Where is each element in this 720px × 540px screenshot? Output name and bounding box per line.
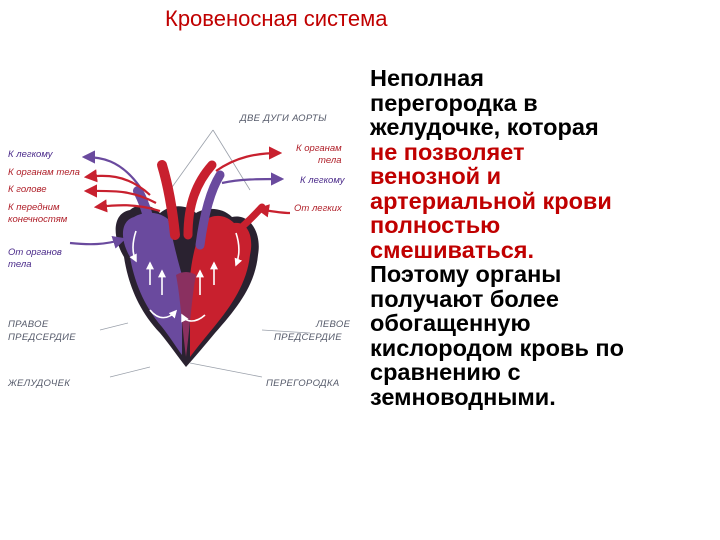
text-line: смешиваться.: [370, 236, 535, 263]
label-from-lungs: От легких: [294, 203, 343, 214]
text-line: обогащенную: [370, 310, 531, 336]
text-line: артериальной крови: [370, 187, 612, 214]
text-line: полностью: [370, 212, 501, 238]
explanation-text: Неполная перегородка в желудочке, котора…: [370, 66, 720, 409]
label-to-lung-right: К легкому: [300, 175, 346, 186]
label-right-atrium-1: ПРАВОЕ: [8, 319, 49, 330]
text-line: кислородом кровь по: [370, 334, 624, 361]
label-septum: ПЕРЕГОРОДКА: [266, 378, 339, 389]
text-line: Неполная: [370, 65, 484, 91]
label-to-forelimbs-2: конечностям: [8, 214, 68, 225]
label-to-head: К голове: [8, 184, 47, 195]
page-title: Кровеносная система: [165, 6, 388, 31]
heart-diagram-svg: ДВЕ ДУГИ АОРТЫ К легкому К органам тела …: [7, 113, 351, 389]
label-to-lung-left: К легкому: [8, 149, 54, 160]
internal-arrows: [129, 230, 243, 323]
venous-chamber: [122, 212, 182, 355]
label-to-body-organs-left: К органам тела: [8, 167, 80, 178]
text-line: получают более: [370, 285, 559, 312]
heart-diagram: ДВЕ ДУГИ АОРТЫ К легкому К органам тела …: [0, 95, 365, 415]
label-from-body-organs-1: От органов: [8, 247, 62, 258]
flow-arrows: [69, 146, 291, 249]
text-line: не позволяет: [370, 138, 525, 165]
label-to-body-organs-right-1: К органам: [296, 143, 342, 154]
text-line: сравнению с: [370, 359, 521, 385]
text-line: перегородка в: [370, 89, 538, 116]
label-from-body-organs-2: тела: [8, 259, 32, 270]
label-left-atrium-1: ЛЕВОЕ: [315, 319, 351, 330]
arterial-chamber: [190, 215, 252, 357]
label-right-atrium-2: ПРЕДСЕРДИЕ: [8, 332, 76, 343]
text-line: венозной и: [370, 163, 502, 189]
label-to-body-organs-right-2: тела: [318, 155, 342, 166]
label-ventricle: ЖЕЛУДОЧЕК: [7, 378, 71, 389]
label-left-atrium-2: ПРЕДСЕРДИЕ: [274, 332, 342, 343]
text-line: земноводными.: [370, 383, 556, 410]
label-to-forelimbs-1: К передним: [8, 202, 60, 213]
label-two-aortic-arches: ДВЕ ДУГИ АОРТЫ: [239, 113, 327, 124]
text-line: Поэтому органы: [370, 261, 562, 287]
text-line: желудочке, которая: [370, 114, 599, 140]
vessels: [133, 160, 266, 260]
